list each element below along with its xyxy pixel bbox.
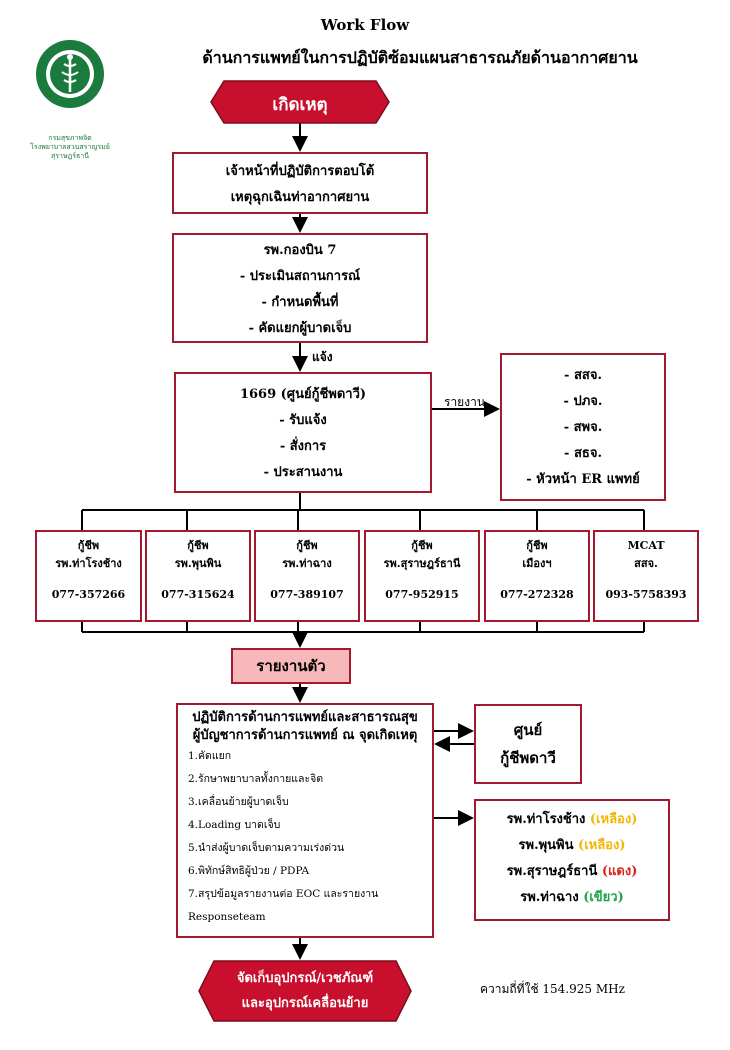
operations-steps: 1.คัดแยก 2.รักษาพยาบาลทั้งกายและจิต 3.เค… [188, 745, 422, 929]
step-hospital-line-4: - คัดแยกผู้บาดเจ็บ [248, 321, 352, 336]
rescue-unit-1-phone: 077-357266 [51, 588, 126, 601]
step-receive-line-2: เหตุฉุกเฉินท่าอากาศยาน [230, 190, 370, 205]
rescue-unit-6-phone: 093-5758393 [605, 588, 687, 601]
report-target-2: - ปภจ. [563, 394, 603, 409]
rescue-unit-3: กู้ชีพ รพ.ท่าฉาง 077-389107 [254, 530, 360, 622]
report-in-label: รายงานตัว [256, 657, 326, 675]
rescue-unit-1: กู้ชีพ รพ.ท่าโรงช้าง 077-357266 [35, 530, 142, 622]
logo-caption-3: สุราษฎร์ธานี [50, 152, 90, 160]
step-hospital-line-1: รพ.กองบิน 7 [263, 243, 337, 258]
operations-step-5: 5.นำส่งผู้บาดเจ็บตามความเร่งด่วน [188, 842, 345, 854]
rescue-unit-6-name1: MCAT [627, 539, 665, 552]
hospital-3-name: รพ.สุราษฎร์ธานี [506, 864, 598, 879]
operations-step-3: 3.เคลื่อนย้ายผู้บาดเจ็บ [188, 796, 289, 808]
operations-step-8: Responseteam [188, 911, 266, 923]
hospital-1-name: รพ.ท่าโรงช้าง [506, 812, 586, 827]
step-hospital-line-3: - กำหนดพื้นที่ [261, 295, 339, 310]
rescue-unit-1-name1: กู้ชีพ [77, 539, 100, 552]
step-receive-box: เจ้าหน้าที่ปฏิบัติการตอบโต้ เหตุฉุกเฉินท… [172, 152, 428, 214]
end-line-2: และอุปกรณ์เคลื่อนย้าย [241, 996, 369, 1011]
rescue-unit-3-name2: รพ.ท่าฉาง [282, 557, 332, 570]
hospital-3-tag: (แดง) [601, 864, 638, 879]
hospital-row-1: รพ.ท่าโรงช้าง (เหลือง) [476, 807, 668, 833]
report-target-3: - สพจ. [563, 420, 603, 435]
rescue-unit-4-name2: รพ.สุราษฎร์ธานี [383, 557, 461, 570]
rescue-unit-2-phone: 077-315624 [161, 588, 235, 601]
step-hospital-box: รพ.กองบิน 7 - ประเมินสถานการณ์ - กำหนดพื… [172, 233, 428, 343]
operations-step-2: 2.รักษาพยาบาลทั้งกายและจิต [188, 773, 324, 785]
rescue-center-line-1: ศูนย์ [513, 721, 543, 739]
end-hexagon [198, 960, 412, 1022]
hospital-2-tag: (เหลือง) [578, 838, 626, 853]
rescue-unit-2-name2: รพ.พุนพิน [174, 557, 222, 570]
step-receive-line-1: เจ้าหน้าที่ปฏิบัติการตอบโต้ [225, 164, 375, 179]
rescue-unit-5-name2: เมืองฯ [522, 557, 552, 570]
rescue-unit-5-phone: 077-272328 [500, 588, 574, 601]
step-1669-box: 1669 (ศูนย์กู้ชีพดาวี) - รับแจ้ง - สั่งก… [174, 372, 432, 493]
start-label: เกิดเหตุ [272, 95, 328, 115]
rescue-center-box: ศูนย์ กู้ชีพดาวี [474, 704, 582, 784]
rescue-unit-5: กู้ชีพ เมืองฯ 077-272328 [484, 530, 590, 622]
report-in-box: รายงานตัว [231, 648, 351, 684]
report-label: รายงาน [444, 395, 486, 409]
rescue-center-line-2: กู้ชีพดาวี [500, 749, 556, 767]
rescue-unit-2-name1: กู้ชีพ [187, 539, 209, 552]
rescue-unit-5-name1: กู้ชีพ [526, 539, 548, 552]
start-hexagon [210, 80, 390, 124]
rescue-unit-4: กู้ชีพ รพ.สุราษฎร์ธานี 077-952915 [364, 530, 480, 622]
hospitals-box: รพ.ท่าโรงช้าง (เหลือง) รพ.พุนพิน (เหลือง… [474, 799, 670, 921]
step-1669-line-2: - รับแจ้ง [279, 413, 327, 428]
page-title: Work Flow [320, 16, 410, 34]
rescue-unit-6-name2: สสจ. [634, 557, 658, 570]
rescue-unit-3-name1: กู้ชีพ [296, 539, 318, 552]
logo-caption-1: กรมสุขภาพจิต [48, 134, 92, 142]
logo-caption-2: โรงพยาบาลสวนสราญรมย์ [30, 143, 110, 151]
report-target-1: - สสจ. [564, 368, 602, 383]
operations-step-7: 7.สรุปข้อมูลรายงานต่อ EOC และรายงาน [188, 888, 379, 900]
page-subtitle: ด้านการแพทย์ในการปฏิบัติซ้อมแผนสาธารณภัย… [202, 48, 638, 67]
operations-step-6: 6.พิทักษ์สิทธิผู้ป่วย / PDPA [188, 865, 310, 877]
operations-step-4: 4.Loading บาดเจ็บ [188, 819, 281, 831]
operations-title-1: ปฏิบัติการด้านการแพทย์และสาธารณสุข [192, 710, 418, 725]
rescue-unit-4-name1: กู้ชีพ [411, 539, 433, 552]
report-target-5: - หัวหน้า ER แพทย์ [526, 472, 640, 487]
hospital-1-tag: (เหลือง) [589, 812, 638, 827]
rescue-unit-2: กู้ชีพ รพ.พุนพิน 077-315624 [145, 530, 251, 622]
report-targets-box: - สสจ. - ปภจ. - สพจ. - สธจ. - หัวหน้า ER… [500, 353, 666, 501]
operations-box: ปฏิบัติการด้านการแพทย์และสาธารณสุข ผู้บั… [176, 703, 434, 938]
step-hospital-line-2: - ประเมินสถานการณ์ [239, 269, 361, 284]
ministry-logo-icon [36, 40, 104, 108]
hospital-row-4: รพ.ท่าฉาง (เขียว) [476, 885, 668, 911]
operations-step-1: 1.คัดแยก [188, 750, 232, 762]
end-label: จัดเก็บอุปกรณ์/เวชภัณฑ์ และอุปกรณ์เคลื่อ… [198, 966, 412, 1016]
notify-label: แจ้ง [312, 350, 333, 364]
step-1669-line-1: 1669 (ศูนย์กู้ชีพดาวี) [239, 387, 367, 402]
step-1669-line-3: - สั่งการ [279, 439, 327, 454]
frequency-label: ความถี่ที่ใช้ 154.925 MHz [480, 982, 625, 996]
hospital-row-2: รพ.พุนพิน (เหลือง) [476, 833, 668, 859]
report-target-4: - สธจ. [564, 446, 602, 461]
hospital-2-name: รพ.พุนพิน [518, 838, 574, 853]
rescue-unit-6: MCAT สสจ. 093-5758393 [593, 530, 699, 622]
rescue-unit-4-phone: 077-952915 [385, 588, 459, 601]
operations-title-2: ผู้บัญชาการด้านการแพทย์ ณ จุดเกิดเหตุ [192, 728, 418, 743]
step-1669-line-4: - ประสานงาน [263, 465, 343, 480]
hospital-4-name: รพ.ท่าฉาง [520, 890, 579, 905]
end-line-1: จัดเก็บอุปกรณ์/เวชภัณฑ์ [236, 971, 374, 986]
hospital-4-tag: (เขียว) [583, 890, 624, 905]
hospital-row-3: รพ.สุราษฎร์ธานี (แดง) [476, 859, 668, 885]
rescue-unit-1-name2: รพ.ท่าโรงช้าง [55, 557, 122, 570]
rescue-unit-3-phone: 077-389107 [270, 588, 344, 601]
